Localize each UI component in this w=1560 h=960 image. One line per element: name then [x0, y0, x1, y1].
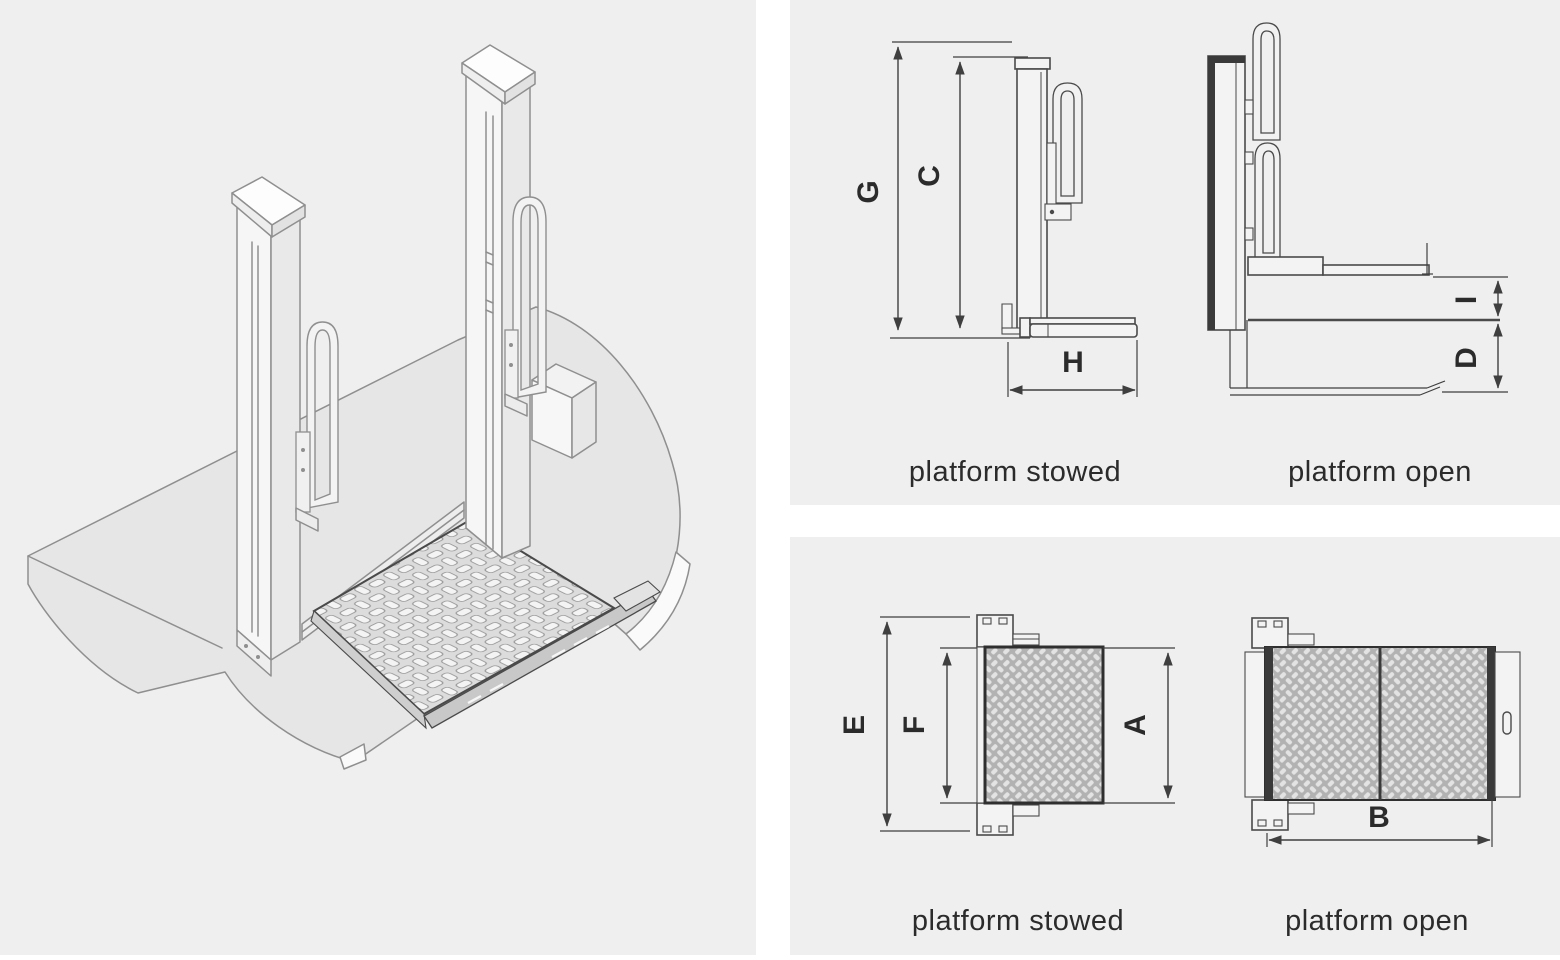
rail-end-bracket — [613, 580, 661, 612]
mast-foot-bracket — [1001, 303, 1013, 331]
mast-cap-side — [1014, 57, 1051, 70]
isometric-view-panel — [0, 0, 756, 955]
mount-bracket-bottom — [976, 802, 1014, 836]
handrail-side-stowed — [1052, 82, 1083, 204]
caption-top-stowed: platform stowed — [912, 905, 1124, 937]
handrail-bracket — [1046, 142, 1057, 210]
side-view-open: I D — [1207, 22, 1508, 396]
platform-arm-bracket — [1247, 256, 1324, 276]
flap-handle-slot — [1502, 711, 1512, 735]
caption-side-stowed: platform stowed — [909, 456, 1121, 488]
isometric-lift-drawing — [27, 44, 691, 770]
dim-label-E: E — [838, 715, 871, 735]
top-view-open: B — [1244, 617, 1521, 847]
lower-handrail-open — [1254, 142, 1281, 261]
dim-label-A: A — [1119, 714, 1152, 736]
mast-side — [1016, 68, 1048, 331]
platform-open-arm — [1322, 264, 1430, 276]
left-handrail — [295, 321, 339, 532]
platform-stowed-plan — [983, 645, 1105, 805]
right-curb-face — [625, 551, 691, 651]
right-handrail — [504, 196, 547, 417]
top-views-drawing: E F A B platform stowed platform open — [838, 614, 1521, 937]
pedestal-block — [531, 363, 597, 459]
dim-label-G: G — [852, 180, 885, 203]
left-mast — [231, 176, 306, 677]
side-view-stowed: G C H — [852, 41, 1138, 397]
platform-stowed-hinge — [1019, 317, 1031, 338]
side-views-panel: G C H I D platf — [790, 0, 1560, 505]
rail-tick-marks — [467, 624, 610, 705]
lowered-platform-outline — [1229, 330, 1446, 396]
channel-strip-open — [1244, 651, 1266, 798]
mount-bracket-top — [976, 614, 1014, 648]
side-views-drawing: G C H I D platf — [852, 22, 1508, 488]
dim-label-F: F — [898, 716, 931, 734]
dim-label-C: C — [913, 165, 946, 187]
mount-lug-bottom — [1012, 804, 1040, 817]
platform-stowed-body — [1029, 323, 1138, 338]
dim-label-B: B — [1368, 801, 1390, 834]
caption-top-open: platform open — [1285, 905, 1469, 937]
mount-bracket-top-open — [1251, 617, 1289, 649]
platform-front-rail — [423, 589, 657, 729]
right-mast — [461, 44, 536, 559]
top-view-stowed: E F A — [838, 614, 1175, 836]
apron-lip-face — [339, 743, 367, 770]
upper-handrail-open — [1252, 22, 1281, 141]
platform-stowed-top — [1029, 317, 1136, 325]
caption-side-open: platform open — [1288, 456, 1472, 488]
dim-label-H: H — [1062, 346, 1084, 379]
curb-front-edge — [27, 555, 223, 649]
left-mast-base — [236, 629, 272, 677]
mount-bracket-bottom-open — [1251, 799, 1289, 831]
top-views-panel: E F A B platform stowed platform open — [790, 537, 1560, 955]
dim-label-D: D — [1450, 347, 1483, 369]
roll-stop-flap — [1494, 651, 1521, 798]
platform-left-edge — [310, 609, 427, 730]
dim-label-I: I — [1450, 296, 1483, 304]
